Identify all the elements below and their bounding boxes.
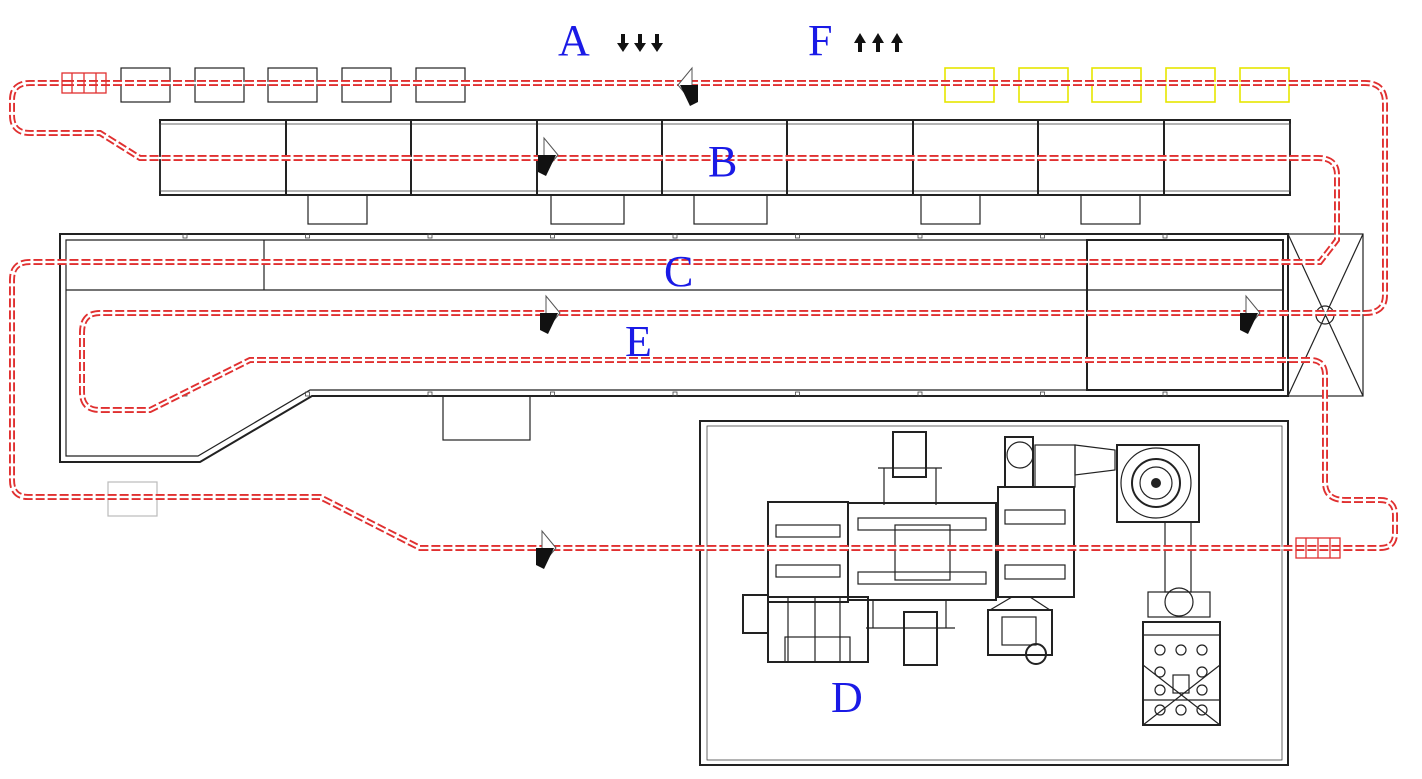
- label-a: A: [558, 16, 590, 65]
- label-c: C: [664, 247, 693, 296]
- trolley-icon: [1295, 537, 1341, 559]
- direction-arrow-right-icon: [536, 529, 557, 569]
- down-arrows-icon: [617, 34, 663, 52]
- label-f: F: [808, 16, 832, 65]
- label-d: D: [831, 673, 863, 722]
- direction-arrow-left-icon: [677, 66, 698, 106]
- direction-arrow-right-icon: [1240, 294, 1261, 334]
- conveyor-track: [9, 80, 1398, 551]
- label-e: E: [625, 317, 652, 366]
- up-arrows-icon: [854, 33, 903, 52]
- section-ce-oven: [59, 233, 1364, 463]
- section-d-powder-area: [699, 420, 1289, 766]
- label-b: B: [708, 137, 737, 186]
- direction-arrow-right-icon: [540, 294, 561, 334]
- direction-arrow-right-icon: [538, 136, 559, 176]
- trolley-icon: [61, 72, 107, 94]
